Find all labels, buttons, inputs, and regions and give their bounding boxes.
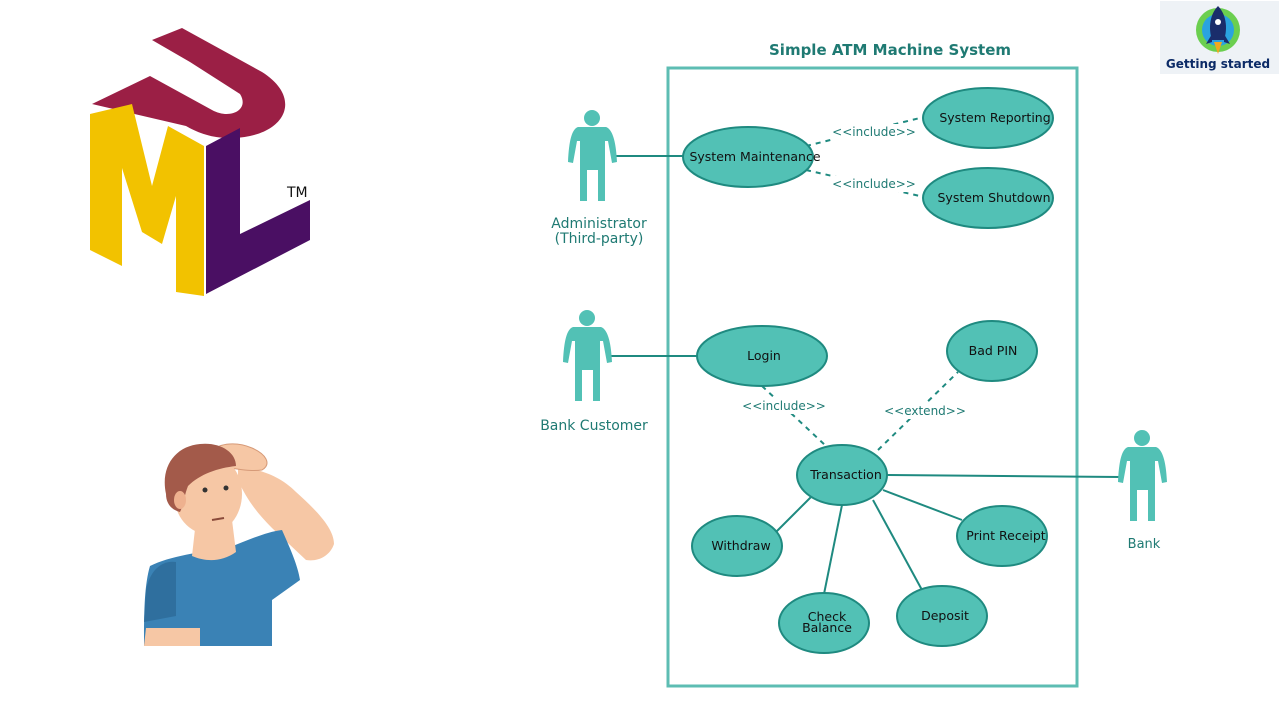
usecase-bad-pin-label: Bad PIN <box>969 343 1018 358</box>
extend-badpin-label-bg <box>882 403 968 419</box>
include-shutdown-label-bg <box>831 176 917 192</box>
uml-logo-l <box>206 128 310 294</box>
actor-bank-label: Bank <box>1128 537 1161 552</box>
actor-bank-customer[interactable]: Bank Customer <box>540 310 648 434</box>
actor-bank[interactable]: Bank <box>1118 430 1167 552</box>
actor-bank-customer-label: Bank Customer <box>540 418 648 434</box>
usecase-bad-pin-shape <box>946 320 1038 382</box>
actor-administrator[interactable]: Administrator (Third-party) <box>551 110 647 247</box>
person-lower-arm <box>144 628 200 646</box>
usecase-withdraw-shape <box>691 515 783 577</box>
include-shutdown-label: <<include>> <box>832 177 916 191</box>
assoc-transaction-withdraw <box>775 495 813 533</box>
person-mouth <box>211 517 225 521</box>
include-login-line <box>761 385 827 447</box>
usecase-system-reporting-label: System Reporting <box>939 110 1050 125</box>
usecase-login-shape <box>696 325 828 387</box>
person-eye-right <box>223 485 229 491</box>
usecase-login[interactable]: Login <box>696 325 828 387</box>
usecase-system-shutdown-label: System Shutdown <box>938 190 1051 205</box>
usecase-check-balance-label-line1: Check <box>808 609 847 624</box>
usecase-transaction[interactable]: Transaction <box>796 444 888 506</box>
assoc-transaction-printreceipt <box>882 489 963 521</box>
badge-label: Getting started <box>1166 57 1270 71</box>
usecase-system-reporting-shape <box>922 87 1054 149</box>
actor-bank-figure-icon <box>1118 430 1167 521</box>
actor-administrator-figure-icon <box>568 110 617 201</box>
extend-badpin-line <box>877 371 959 451</box>
thinking-person-illustration <box>144 443 334 646</box>
usecase-system-reporting[interactable]: System Reporting <box>922 87 1054 149</box>
include-login-label-bg <box>742 398 826 414</box>
include-reporting-label: <<include>> <box>832 125 916 139</box>
include-login-label: <<include>> <box>742 399 826 413</box>
usecase-print-receipt-label: Print Receipt <box>966 528 1046 543</box>
usecase-deposit[interactable]: Deposit <box>896 585 988 647</box>
include-reporting-label-bg <box>831 124 917 140</box>
usecase-withdraw[interactable]: Withdraw <box>691 515 783 577</box>
assoc-bank-transaction <box>885 474 1121 478</box>
uml-logo: TM <box>90 28 310 296</box>
usecase-system-shutdown[interactable]: System Shutdown <box>922 167 1054 229</box>
usecase-withdraw-label: Withdraw <box>711 538 770 553</box>
usecase-system-shutdown-shape <box>922 167 1054 229</box>
uml-logo-tm: TM <box>286 185 308 201</box>
usecase-system-maintenance-shape <box>682 126 814 188</box>
uml-logo-u <box>92 28 286 139</box>
usecase-transaction-shape <box>796 444 888 506</box>
usecase-check-balance-shape <box>778 592 870 654</box>
usecase-system-maintenance-label: System Maintenance <box>689 149 820 164</box>
usecase-bad-pin[interactable]: Bad PIN <box>946 320 1038 382</box>
assoc-transaction-checkbalance <box>823 504 843 595</box>
actor-administrator-label-line2: (Third-party) <box>555 231 644 247</box>
usecase-check-balance-label-line2: Balance <box>802 620 852 635</box>
extend-badpin-label: <<extend>> <box>884 404 966 418</box>
usecase-transaction-label: Transaction <box>809 467 882 482</box>
person-ear <box>174 491 186 509</box>
rocket-icon <box>1206 6 1230 54</box>
use-case-diagram: Simple ATM Machine System <<include>> <<… <box>540 41 1167 688</box>
usecase-deposit-shape <box>896 585 988 647</box>
usecase-print-receipt-shape <box>956 505 1048 567</box>
diagram-title: Simple ATM Machine System <box>769 41 1011 59</box>
usecase-login-label: Login <box>747 348 781 363</box>
person-shirt <box>144 530 300 646</box>
usecase-system-maintenance[interactable]: System Maintenance <box>682 126 821 188</box>
usecase-deposit-label: Deposit <box>921 608 969 623</box>
person-eye-left <box>202 487 208 493</box>
usecase-check-balance[interactable]: Check Balance <box>778 592 870 654</box>
getting-started-badge[interactable]: Getting started <box>1160 1 1279 74</box>
actor-administrator-label-line1: Administrator <box>551 216 647 232</box>
uml-logo-m <box>90 104 204 296</box>
person-raised-arm <box>238 466 334 561</box>
system-boundary <box>666 66 1079 688</box>
actor-bank-customer-figure-icon <box>563 310 612 401</box>
usecase-print-receipt[interactable]: Print Receipt <box>956 505 1048 567</box>
person-sleeve <box>144 561 176 622</box>
assoc-transaction-deposit <box>872 499 923 591</box>
